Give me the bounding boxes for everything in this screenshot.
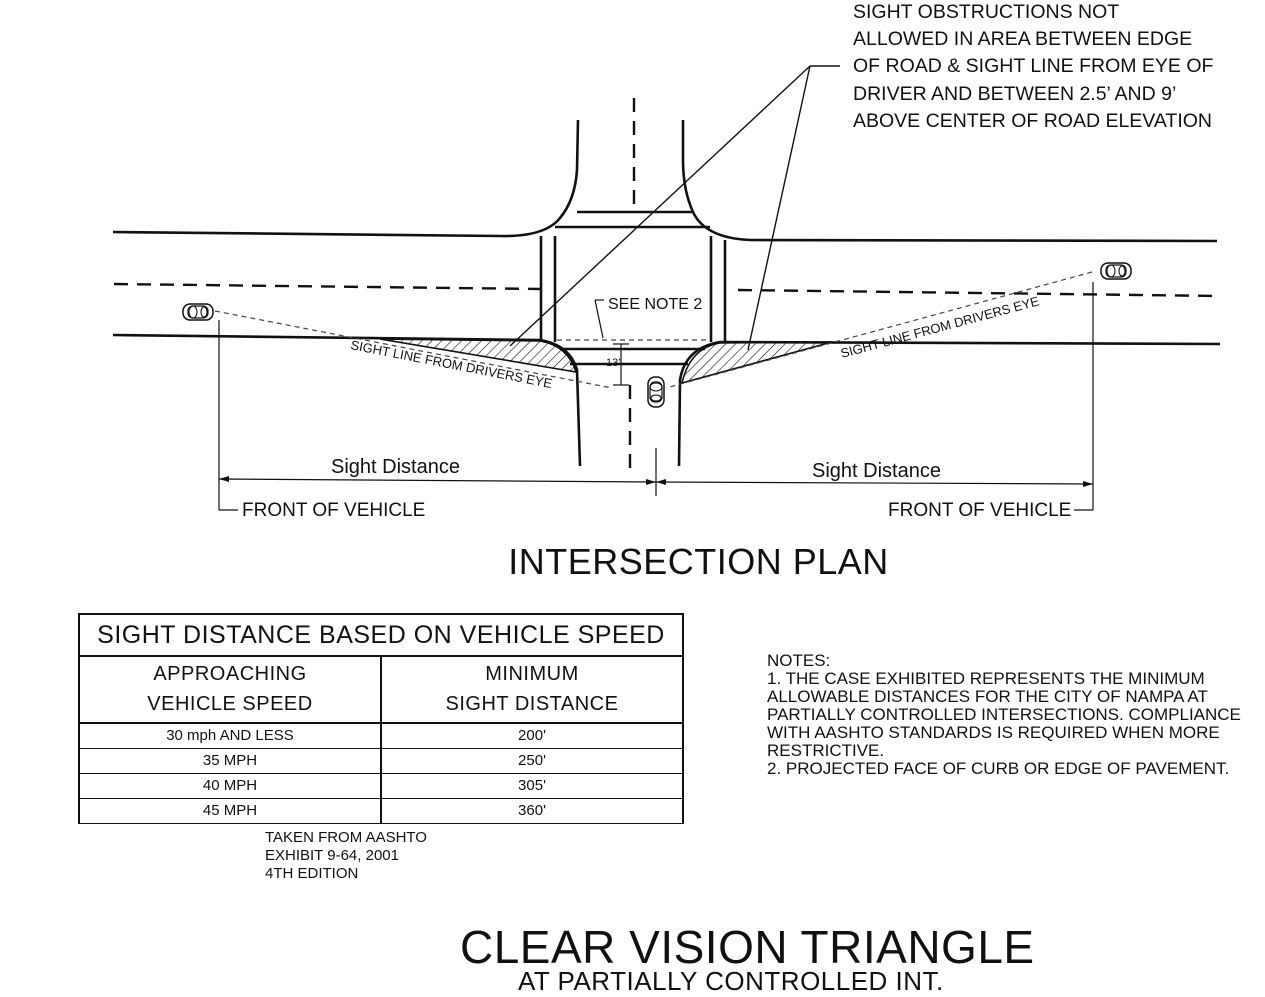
front-of-vehicle-right: FRONT OF VEHICLE <box>888 500 1071 521</box>
side-road-right-edge <box>677 340 1221 467</box>
speed-cell: 40 MPH <box>78 772 382 799</box>
sight-distance-label-right: Sight Distance <box>812 460 941 482</box>
dimension-line-right <box>655 481 1094 485</box>
speed-cell: 35 MPH <box>78 747 382 774</box>
offset-dimension: 13’ <box>606 343 629 386</box>
callout-line: SIGHT OBSTRUCTIONS NOT <box>853 1 1119 23</box>
speed-cell: 30 mph AND LESS <box>78 722 382 749</box>
drawing-subtitle: AT PARTIALLY CONTROLLED INT. <box>518 966 944 996</box>
sight-distance-dimension: Sight Distance Sight Distance FRONT OF V… <box>218 282 1094 521</box>
main-road-bottom-edge-left <box>112 333 541 342</box>
offset-dim-label: 13’ <box>606 357 621 369</box>
arrow-icon <box>646 479 656 485</box>
table-source: TAKEN FROM AASHTO EXHIBIT 9-64, 2001 4TH… <box>265 829 427 883</box>
callout-leaders <box>509 65 840 351</box>
table-row: 40 MPH 305' <box>78 772 684 799</box>
column-header-line: APPROACHING <box>153 663 307 686</box>
table-row: 30 mph AND LESS 200' <box>78 722 684 749</box>
arrow-icon <box>1083 481 1093 487</box>
note-item: 2. PROJECTED FACE OF CURB OR EDGE OF PAV… <box>767 759 1230 778</box>
leader-right <box>747 65 811 351</box>
center-line-right <box>737 288 1221 298</box>
drawing-title: CLEAR VISION TRIANGLE <box>460 921 1035 973</box>
sight-distance-label-left: Sight Distance <box>331 456 460 478</box>
sight-line-label-right: SIGHT LINE FROM DRIVERS EYE <box>839 293 1041 361</box>
crosswalks <box>539 210 727 366</box>
dimension-line-left <box>218 478 657 483</box>
clear-vision-triangle-left <box>379 338 578 374</box>
leader-left <box>509 65 811 347</box>
callout-line: DRIVER AND BETWEEN 2.5’ AND 9’ <box>853 83 1176 105</box>
front-of-vehicle-left: FRONT OF VEHICLE <box>242 500 425 521</box>
source-line: EXHIBIT 9-64, 2001 <box>265 847 399 864</box>
arrow-icon <box>656 479 666 485</box>
intersection-plan-title: INTERSECTION PLAN <box>508 541 889 582</box>
center-line-left <box>113 282 541 291</box>
table-title: SIGHT DISTANCE BASED ON VEHICLE SPEED <box>78 612 684 658</box>
table-row: 45 MPH 360' <box>78 797 684 825</box>
column-header-line: MINIMUM <box>485 663 579 686</box>
table-row: 35 MPH 250' <box>78 747 684 774</box>
main-road <box>112 98 1221 472</box>
column-header-distance: MINIMUM SIGHT DISTANCE <box>380 655 684 724</box>
clear-vision-triangle-right <box>680 341 833 385</box>
arrow-icon <box>219 476 229 482</box>
side-road-left-edge <box>539 338 582 467</box>
vehicle-east-icon <box>1100 262 1132 280</box>
vehicle-west-icon <box>182 303 214 321</box>
notes-heading: NOTES: <box>767 651 831 670</box>
distance-cell: 360' <box>380 797 684 825</box>
distance-cell: 305' <box>380 772 684 799</box>
sight-line-left <box>214 310 613 389</box>
see-note-label: SEE NOTE 2 <box>608 296 702 313</box>
column-header-line: VEHICLE SPEED <box>147 693 313 716</box>
source-line: TAKEN FROM AASHTO <box>265 829 427 846</box>
distance-cell: 250' <box>380 747 684 774</box>
callout-line: ABOVE CENTER OF ROAD ELEVATION <box>853 110 1212 132</box>
vehicle-stopped-icon <box>647 376 665 408</box>
distance-cell: 200' <box>380 722 684 749</box>
column-header-line: SIGHT DISTANCE <box>445 693 619 716</box>
callout-line: ALLOWED IN AREA BETWEEN EDGE <box>853 28 1192 50</box>
speed-cell: 45 MPH <box>78 797 382 825</box>
callout-line: OF ROAD & SIGHT LINE FROM EYE OF <box>853 55 1214 77</box>
sight-obstruction-callout: SIGHT OBSTRUCTIONS NOT ALLOWED IN AREA B… <box>853 1 1214 132</box>
main-road-top-edge-right <box>681 120 1218 243</box>
note-leader <box>594 299 604 339</box>
column-header-speed: APPROACHING VEHICLE SPEED <box>78 655 382 724</box>
note-item: 1. THE CASE EXHIBITED REPRESENTS THE MIN… <box>767 669 1241 760</box>
note-2-pointer: SEE NOTE 2 <box>594 296 702 339</box>
source-line: 4TH EDITION <box>265 865 359 882</box>
sight-line-right <box>665 271 1093 389</box>
notes-block: NOTES: 1. THE CASE EXHIBITED REPRESENTS … <box>767 652 1257 778</box>
sight-distance-table: SIGHT DISTANCE BASED ON VEHICLE SPEED AP… <box>78 612 684 825</box>
main-road-top-edge-left <box>112 119 580 238</box>
